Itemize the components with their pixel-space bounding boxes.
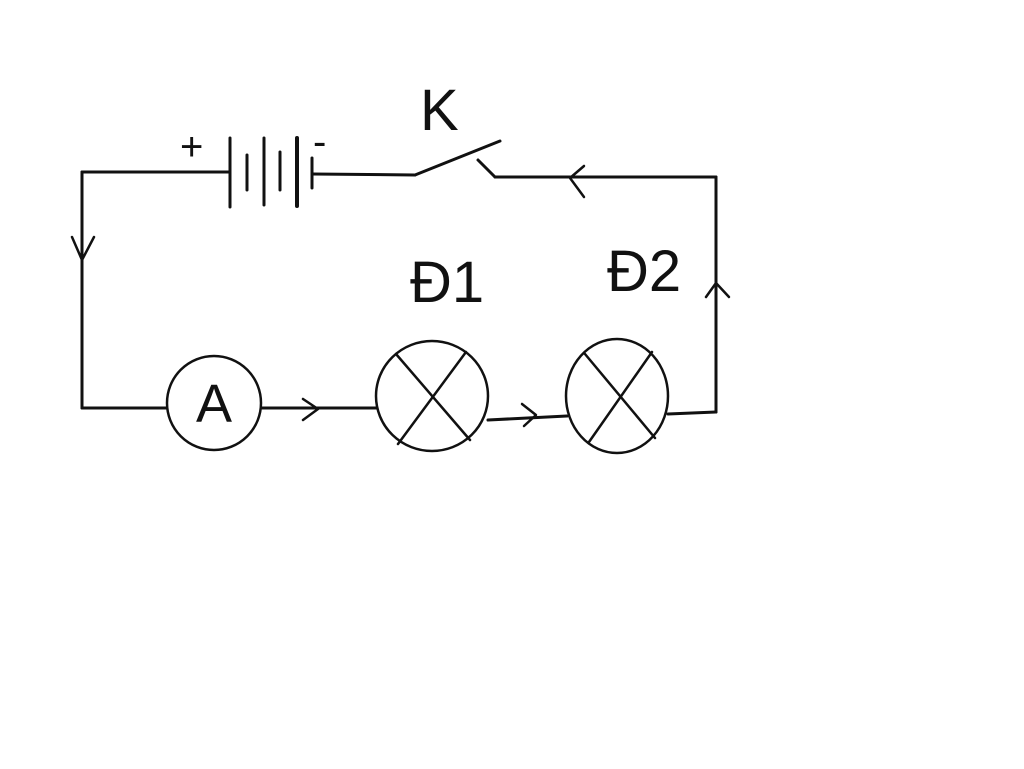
- arrow-right-up-icon: [704, 281, 731, 299]
- lamp-d1: Đ1: [374, 250, 490, 453]
- current-arrows: [70, 164, 731, 428]
- ammeter-circle: [165, 354, 263, 452]
- arrow-top-left-icon: [568, 164, 586, 199]
- lamp-d2: Đ2: [564, 239, 681, 455]
- lamp-d2-label: Đ2: [607, 239, 681, 304]
- arrow-left-down-icon: [70, 235, 96, 262]
- ammeter: A: [165, 354, 263, 452]
- arrow-between-lamps-icon: [520, 402, 538, 428]
- wires: [80, 170, 718, 422]
- wire-lamp2-to-right: [666, 410, 718, 416]
- ammeter-label: A: [196, 374, 232, 434]
- lamp-d1-cross-b: [396, 350, 468, 446]
- switch-label: K: [420, 78, 459, 143]
- wire-battery-to-switch: [310, 172, 417, 177]
- battery-positive-label: +: [180, 125, 203, 169]
- switch-arm: [413, 139, 502, 177]
- switch-k: K: [413, 78, 502, 179]
- battery: + -: [180, 120, 326, 209]
- arrow-bottom-right-icon: [301, 397, 320, 422]
- wire-lamp1-to-lamp2: [486, 414, 569, 422]
- lamp-d1-label: Đ1: [410, 250, 484, 315]
- lamp-d2-cross-b: [587, 350, 654, 444]
- switch-contact: [476, 158, 497, 179]
- battery-negative-label: -: [313, 120, 326, 164]
